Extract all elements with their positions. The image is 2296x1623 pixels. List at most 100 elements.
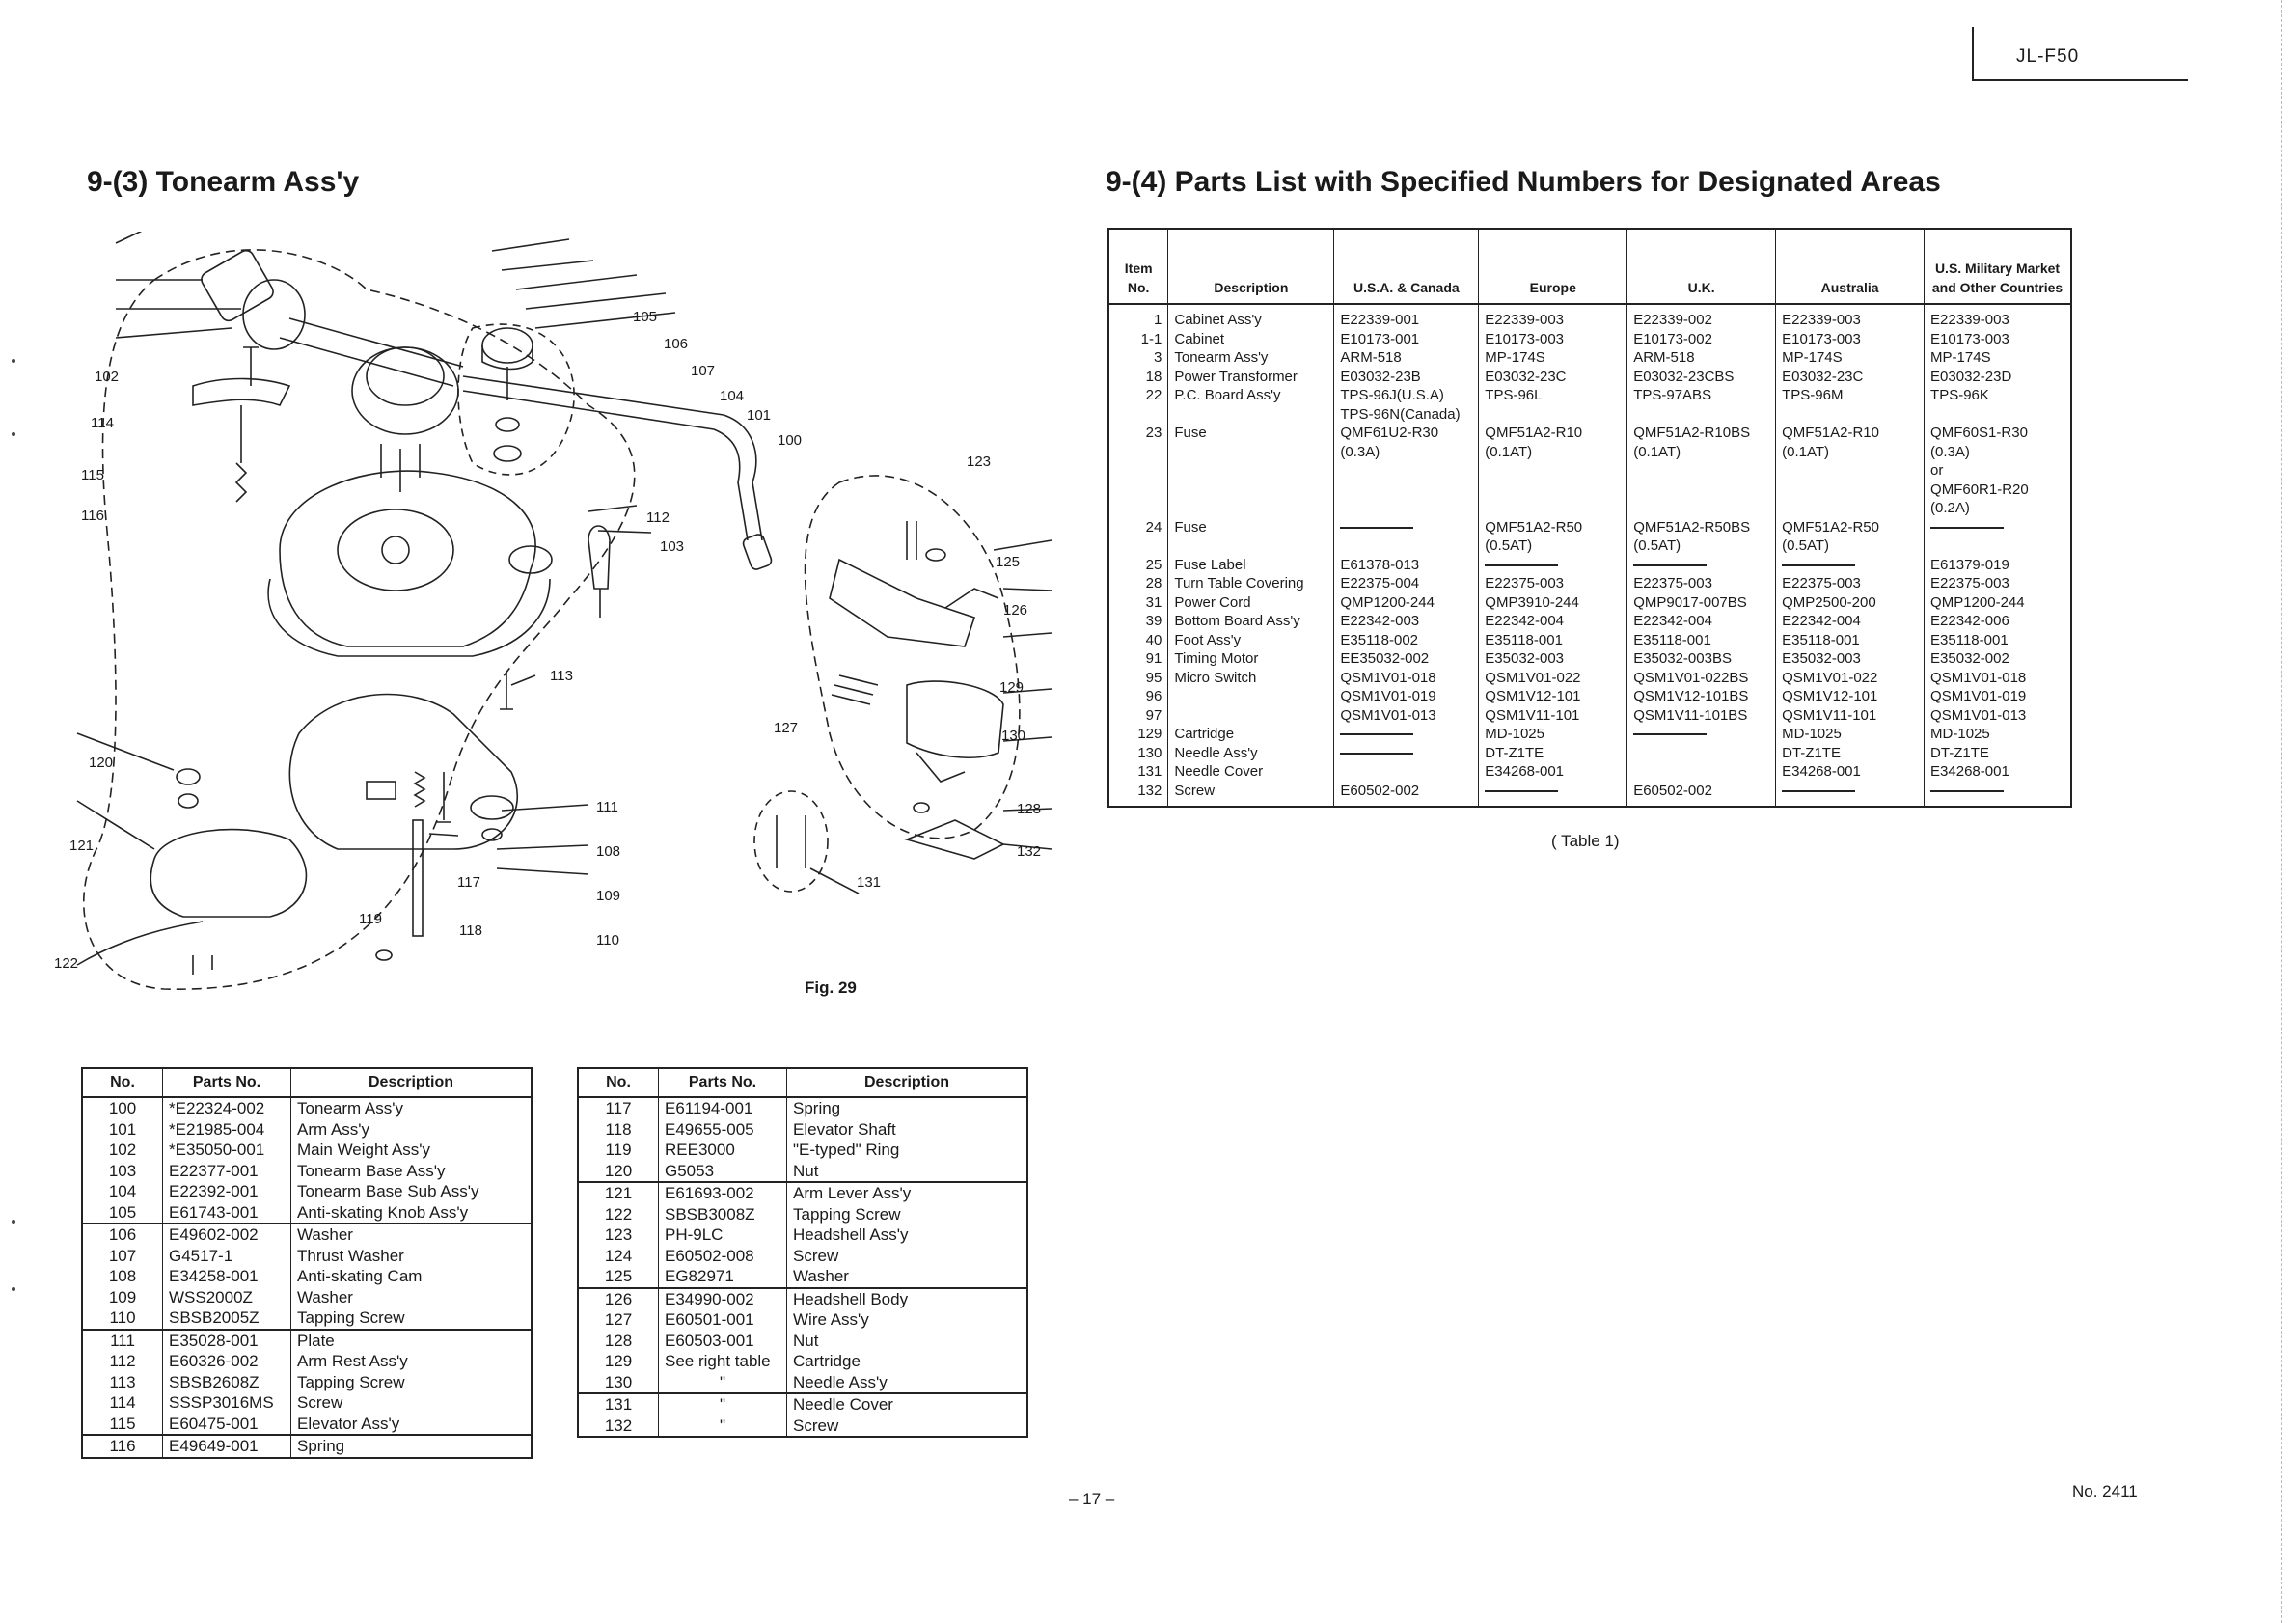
not-applicable-dash <box>1340 733 1414 736</box>
parts-list-row: (0.3A)(0.1AT)(0.1AT)(0.1AT)(0.3A) <box>1108 442 2071 461</box>
cell-australia: MD-1025 <box>1775 725 1925 744</box>
table-caption: ( Table 1) <box>1551 832 1620 850</box>
cell-part: SBSB2608Z <box>162 1371 291 1392</box>
cell-australia: (0.5AT) <box>1775 536 1925 556</box>
cell-usa: E22375-004 <box>1333 574 1479 593</box>
cell-uk <box>1626 725 1776 744</box>
cell-desc: Screw <box>290 1392 532 1414</box>
margin-mark <box>12 1287 15 1291</box>
cell-usa: TPS-96N(Canada) <box>1333 404 1479 424</box>
cell-australia <box>1775 499 1925 518</box>
cell-europe: E03032-23C <box>1478 367 1627 386</box>
cell-military: QMP1200-244 <box>1924 592 2071 612</box>
document-number: No. 2411 <box>2072 1482 2138 1500</box>
cell-military <box>1924 781 2071 800</box>
cell-item: 97 <box>1145 706 1162 724</box>
cell-uk <box>1626 743 1776 762</box>
cell-item <box>1108 499 1168 518</box>
cell-uk: QMP9017-007BS <box>1626 592 1776 612</box>
cell-military: or <box>1924 461 2071 481</box>
cell-no: 126 <box>577 1286 659 1309</box>
cell-item: 131 <box>1137 763 1162 780</box>
cell-usa: QSM1V01-018 <box>1333 668 1479 687</box>
callout-115: 115 <box>81 467 104 483</box>
cell-australia: E35118-001 <box>1775 630 1925 649</box>
cell-part: E49602-002 <box>162 1223 291 1246</box>
cell-part: REE3000 <box>658 1140 787 1161</box>
cell-no: 100 <box>81 1097 163 1119</box>
not-applicable-dash <box>1340 752 1414 755</box>
cell-part: SBSB2005Z <box>162 1307 291 1330</box>
cell-desc: P.C. Board Ass'y <box>1167 386 1334 405</box>
cell-uk: (0.1AT) <box>1626 442 1776 461</box>
cell-desc: Micro Switch <box>1167 668 1334 687</box>
cell-desc: Cartridge <box>1167 725 1334 744</box>
cell-military: E03032-23D <box>1924 367 2071 386</box>
cell-no: 105 <box>81 1201 163 1224</box>
cell-part: E60501-001 <box>658 1309 787 1331</box>
callout-132: 131 <box>857 874 882 891</box>
cell-desc: Washer <box>786 1266 1027 1288</box>
cell-europe: E34268-001 <box>1478 762 1627 782</box>
cell-part: EG82971 <box>658 1266 787 1288</box>
cell-item: 95 <box>1145 669 1162 686</box>
cell-europe: MP-174S <box>1478 348 1627 368</box>
col-description: Description <box>1167 229 1334 305</box>
cell-part: PH-9LC <box>658 1224 787 1246</box>
tonearm-section-title: 9-(3) Tonearm Ass'y <box>87 166 360 198</box>
cell-usa: E22342-003 <box>1333 612 1479 631</box>
cell-item: 31 <box>1145 593 1162 611</box>
callout-106: 106 <box>664 336 689 352</box>
parts-list-row: (0.2A) <box>1108 499 2071 518</box>
cell-desc: Arm Rest Ass'y <box>290 1351 532 1372</box>
cell-usa: E35118-002 <box>1333 630 1479 649</box>
cell-no: 129 <box>577 1351 659 1372</box>
cell-desc: Wire Ass'y <box>786 1309 1027 1331</box>
cell-desc: "E-typed" Ring <box>786 1140 1027 1161</box>
cell-uk: QSM1V11-101BS <box>1626 705 1776 725</box>
cell-military: QSM1V01-013 <box>1924 705 2071 725</box>
cell-desc: Plate <box>290 1328 532 1351</box>
cell-military: TPS-96K <box>1924 386 2071 405</box>
cell-no: 119 <box>577 1140 659 1161</box>
callout-102: 102 <box>95 369 120 385</box>
not-applicable-dash <box>1633 564 1708 566</box>
cell-desc: Power Transformer <box>1167 367 1334 386</box>
cell-uk: TPS-97ABS <box>1626 386 1776 405</box>
cell-desc: Bottom Board Ass'y <box>1167 612 1334 631</box>
callout-111: 111 <box>596 799 618 815</box>
cell-desc: Tapping Screw <box>290 1307 532 1330</box>
cell-europe: QMF51A2-R50 <box>1478 517 1627 536</box>
cell-military: QMF60S1-R30 <box>1924 424 2071 443</box>
cell-military <box>1924 404 2071 424</box>
cell-item <box>1108 405 1168 425</box>
tonearm-exploded-diagram <box>76 232 1052 990</box>
cell-desc: Nut <box>786 1160 1027 1182</box>
cell-part: " <box>658 1415 787 1437</box>
cell-military: (0.2A) <box>1924 499 2071 518</box>
cell-desc: Washer <box>290 1223 532 1246</box>
cell-desc <box>1167 461 1334 481</box>
parts-list-row: or <box>1108 461 2071 481</box>
callout-127: 127 <box>774 720 799 736</box>
cell-uk: ARM-518 <box>1626 348 1776 368</box>
cell-item: 96 <box>1145 688 1162 704</box>
cell-desc: Screw <box>786 1245 1027 1266</box>
cell-usa <box>1333 499 1479 518</box>
callout-128: 128 <box>1017 801 1042 817</box>
cell-item: 91 <box>1145 650 1162 667</box>
cell-part: G5053 <box>658 1160 787 1182</box>
